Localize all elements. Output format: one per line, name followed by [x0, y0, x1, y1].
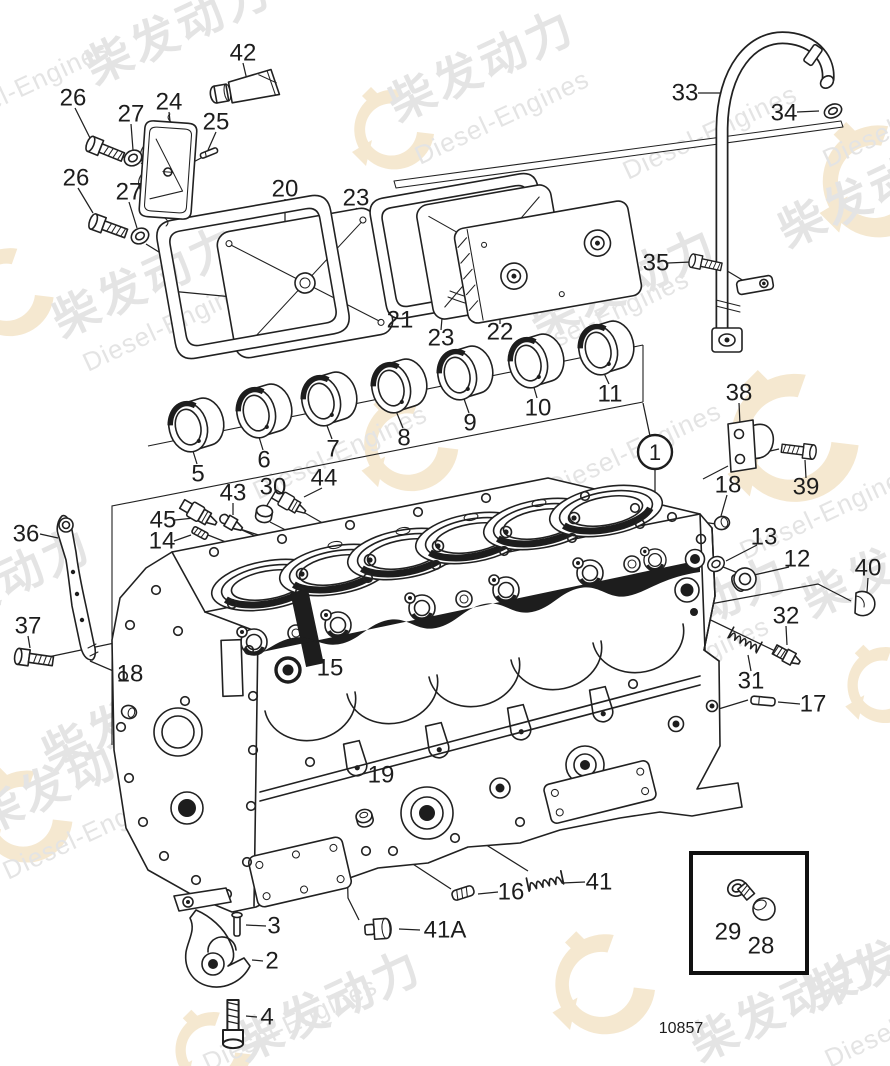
cylinder-block-1 — [111, 477, 743, 913]
seal-ring-34 — [823, 103, 843, 119]
callout-12: 12 — [784, 545, 811, 572]
cap-40 — [854, 590, 876, 617]
pin-25 — [199, 147, 219, 159]
detail-inset — [689, 851, 809, 975]
callout-26: 26 — [63, 164, 90, 191]
callout-25: 25 — [203, 108, 230, 135]
callout-44: 44 — [311, 464, 338, 491]
callout-40: 40 — [855, 554, 882, 581]
callout-23: 23 — [428, 324, 455, 351]
callout-18: 18 — [715, 471, 742, 498]
callout-8: 8 — [397, 424, 410, 451]
plug-41a — [364, 917, 392, 941]
callout-24: 24 — [156, 88, 183, 115]
pipe-bracket — [735, 274, 775, 296]
pan-rail-lines — [259, 675, 701, 802]
callout-14: 14 — [149, 527, 176, 554]
callout-5: 5 — [191, 460, 204, 487]
callout-36: 36 — [13, 520, 40, 547]
lifting-bracket-38 — [727, 419, 775, 473]
pin-3 — [231, 911, 243, 937]
callout-9: 9 — [463, 409, 476, 436]
callout-7: 7 — [326, 435, 339, 462]
callout-20: 20 — [272, 175, 299, 202]
plug-28 — [737, 882, 776, 921]
drawing-number: 10857 — [659, 1020, 704, 1037]
callout-17: 17 — [800, 690, 827, 717]
bottom-side-plate — [247, 836, 353, 908]
cover-plate-24 — [138, 113, 198, 227]
bottom-side-plate — [543, 760, 657, 824]
callout-29: 29 — [715, 918, 742, 945]
callout-22: 22 — [487, 318, 514, 345]
stud-14 — [191, 526, 209, 540]
bracket-2 — [173, 887, 251, 988]
callout-11: 11 — [598, 380, 623, 407]
callout-15: 15 — [317, 654, 344, 681]
callout-28: 28 — [748, 932, 775, 959]
callout-34: 34 — [771, 99, 798, 126]
fitting-32 — [771, 644, 801, 666]
callout-35: 35 — [643, 249, 670, 276]
callout-21: 21 — [387, 306, 414, 333]
gasket-20 — [156, 194, 350, 360]
plug-15 — [274, 656, 302, 684]
callout-30: 30 — [260, 473, 287, 500]
plug-19 — [355, 808, 374, 828]
side-cover-assembly — [83, 68, 643, 360]
plug-30 — [254, 504, 274, 524]
sealant-tube-42 — [209, 68, 281, 104]
callout-41: 41 — [586, 868, 613, 895]
callout-18: 18 — [117, 660, 144, 687]
callout-19: 19 — [368, 761, 395, 788]
callout-13: 13 — [751, 523, 778, 550]
callout-41a: 41A — [424, 916, 467, 943]
callout-4: 4 — [260, 1003, 273, 1030]
callout-23: 23 — [343, 184, 370, 211]
callout-16: 16 — [498, 878, 525, 905]
callout-39: 39 — [793, 473, 820, 500]
callout-2: 2 — [265, 947, 278, 974]
callout-27: 27 — [116, 178, 143, 205]
callout-33: 33 — [672, 79, 699, 106]
alignment-wedge-line — [393, 120, 844, 189]
callout-38: 38 — [726, 379, 753, 406]
inset-box — [689, 851, 809, 975]
callout-37: 37 — [15, 612, 42, 639]
callout-31: 31 — [738, 667, 765, 694]
callout-6: 6 — [257, 446, 270, 473]
right-small-parts — [704, 419, 876, 707]
callout-26: 26 — [60, 84, 87, 111]
callout-42: 42 — [230, 39, 257, 66]
callout-32: 32 — [773, 602, 800, 629]
assembly-callout-circle — [636, 433, 674, 471]
callout-3: 3 — [267, 912, 280, 939]
side-slot — [290, 588, 324, 668]
plug-12 — [731, 567, 757, 592]
front-small-parts — [12, 486, 565, 1050]
cover-22 — [453, 200, 643, 324]
crankcase-shadow-band — [262, 560, 700, 652]
bracket-36 — [56, 514, 99, 661]
oil-filler-pipe-33 — [687, 31, 843, 353]
pin-17 — [750, 695, 776, 707]
callout-43: 43 — [220, 479, 247, 506]
callout-45: 45 — [150, 506, 177, 533]
callout-labels: 1 2 3 4 5 6 7 8 9 10 11 12 13 14 15 16 1… — [13, 39, 882, 1030]
callout-27: 27 — [118, 100, 145, 127]
callout-10: 10 — [525, 394, 552, 421]
callout-1: 1 — [649, 440, 661, 465]
cylinder-skirt-arches — [264, 623, 685, 742]
